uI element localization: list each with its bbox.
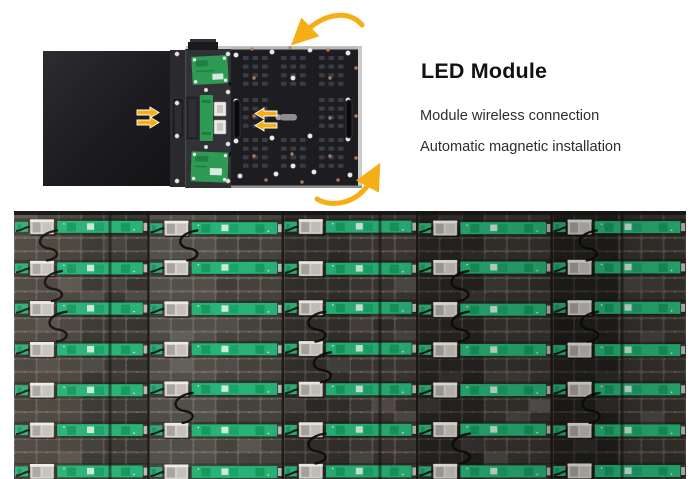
slide-left-arrows-icon — [254, 107, 278, 132]
handle-slot — [233, 99, 241, 139]
hub-pcb-bottom — [190, 151, 229, 183]
feature-line-2: Automatic magnetic installation — [420, 139, 622, 155]
slide-right-arrows-icon — [136, 106, 160, 129]
center-connector-assembly — [185, 95, 227, 141]
top-connector-tab — [188, 39, 218, 50]
rotate-arrow-bottom-icon — [314, 162, 381, 206]
feature-line-1: Module wireless connection — [420, 108, 600, 124]
page-title: LED Module — [421, 59, 548, 83]
module-pcb-back — [231, 46, 362, 188]
led-wall-rear-photo — [14, 211, 686, 479]
handle-slot — [345, 99, 353, 139]
hub-pcb-top — [191, 55, 229, 85]
led-panel-front — [43, 51, 170, 186]
frame-screws — [174, 51, 231, 184]
brand-badge — [275, 114, 297, 121]
rotate-arrow-top-icon — [290, 12, 365, 46]
module-frame — [170, 39, 238, 188]
led-module-hero-image — [40, 8, 381, 210]
